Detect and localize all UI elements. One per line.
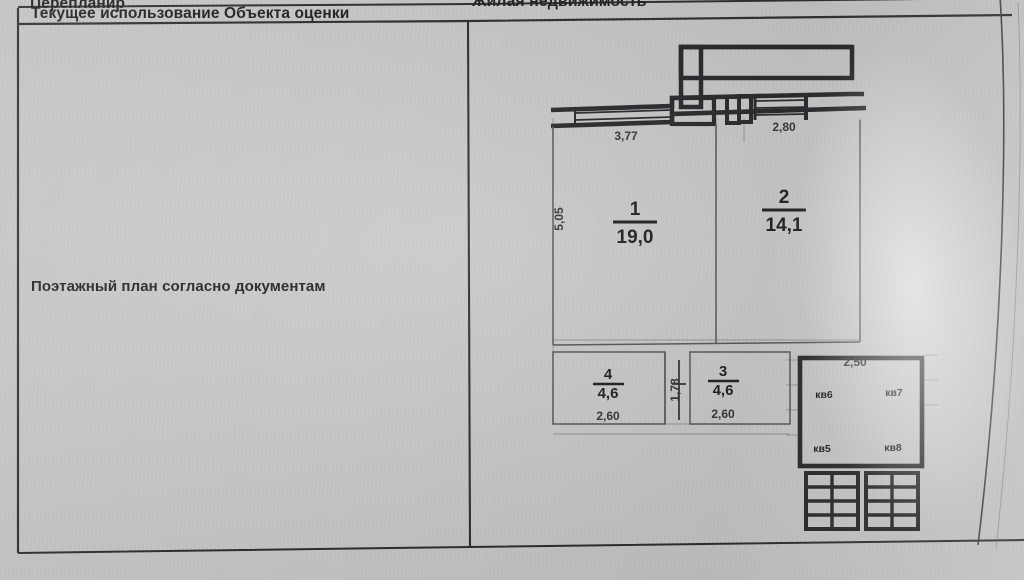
dimension-2-50: 2,50 [843, 355, 867, 369]
dimension-3-77: 3,77 [614, 129, 638, 143]
property-type-label: Жилая недвижимость [472, 0, 647, 10]
room-3-number: 3 [719, 363, 727, 380]
room-label-2: 2 14,1 [762, 187, 806, 236]
apartment-outline [552, 120, 861, 346]
room-3-area: 4,6 [713, 382, 734, 399]
dimension-room-3-width: 2,60 [711, 407, 735, 421]
room-2-number: 2 [779, 187, 790, 208]
apartment-label-kv5: кв5 [813, 443, 831, 455]
room-label-3: 3 4,6 [708, 363, 739, 399]
room-4-number: 4 [604, 366, 613, 383]
stair-block-left [804, 471, 860, 531]
dimension-2-80: 2,80 [772, 120, 796, 134]
dimension-room-4-width: 2,60 [596, 409, 620, 423]
table-row-top-label: Перепланир [30, 0, 126, 12]
dimension-1-78: 1,78 [668, 378, 682, 402]
room-label-4: 4 4,6 [593, 366, 624, 402]
room-label-1: 1 19,0 [613, 199, 657, 248]
apartment-label-kv8: кв8 [884, 442, 902, 454]
stair-block-right [864, 471, 920, 531]
room-1-number: 1 [630, 199, 641, 220]
apartment-label-kv7: кв7 [885, 387, 903, 399]
top-wall-and-windows [550, 91, 867, 129]
current-use-label: Текущее использование Объекта оценки [31, 5, 350, 22]
room-4-area: 4,6 [598, 385, 619, 402]
dimension-ticks [672, 360, 686, 420]
room-1-area: 19,0 [617, 227, 654, 248]
apartment-label-kv6: кв6 [815, 389, 833, 401]
room-2-area: 14,1 [766, 215, 803, 236]
dimension-5-05: 5,05 [552, 207, 566, 231]
floor-plan-row-label: Поэтажный план согласно документам [31, 278, 326, 295]
